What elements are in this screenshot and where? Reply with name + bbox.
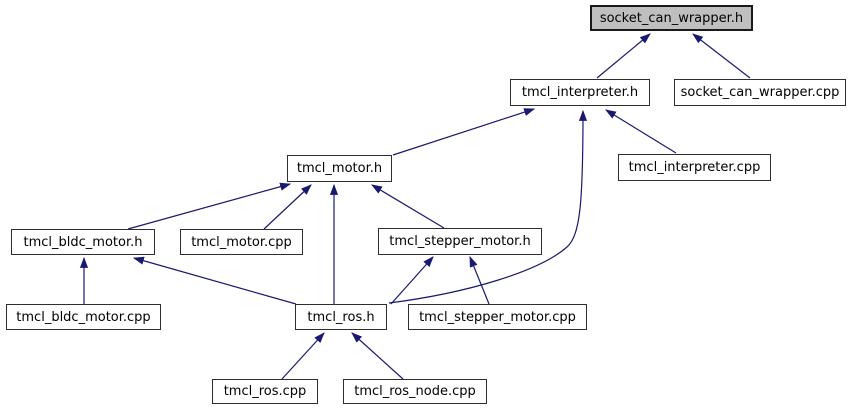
edge-tmcl-ros-h-to-tmcl-bldc-motor-h [132,256,297,305]
node-tmcl-bldc-motor-h[interactable]: tmcl_bldc_motor.h [11,229,155,255]
edge-tmcl-stepper-motor-h-to-tmcl-motor-h [371,184,445,229]
node-tmcl-ros-node-cpp[interactable]: tmcl_ros_node.cpp [343,379,487,404]
node-socket-can-wrapper-cpp[interactable]: socket_can_wrapper.cpp [674,79,846,106]
node-tmcl-interpreter-h[interactable]: tmcl_interpreter.h [510,79,650,106]
node-tmcl-bldc-motor-cpp[interactable]: tmcl_bldc_motor.cpp [6,304,161,330]
node-tmcl-stepper-motor-h[interactable]: tmcl_stepper_motor.h [378,228,542,255]
node-tmcl-ros-cpp[interactable]: tmcl_ros.cpp [212,379,318,404]
edge-socket-can-wrapper-cpp-to-socket-can-wrapper-h [692,33,751,79]
node-tmcl-motor-cpp[interactable]: tmcl_motor.cpp [180,229,303,255]
edge-tmcl-motor-cpp-to-tmcl-motor-h [263,184,312,230]
edge-tmcl-ros-h-to-tmcl-interpreter-h [388,109,588,304]
edge-tmcl-motor-h-to-tmcl-interpreter-h [392,108,536,156]
node-tmcl-stepper-motor-cpp[interactable]: tmcl_stepper_motor.cpp [408,304,587,330]
edge-tmcl-ros-cpp-to-tmcl-ros-h [281,332,325,380]
edge-tmcl-ros-node-cpp-to-tmcl-ros-h [351,332,404,380]
node-tmcl-motor-h[interactable]: tmcl_motor.h [287,155,392,182]
edge-tmcl-interpreter-cpp-to-tmcl-interpreter-h [605,109,677,154]
node-tmcl-ros-h[interactable]: tmcl_ros.h [295,304,387,330]
edge-tmcl-stepper-motor-cpp-to-tmcl-stepper-motor-h [469,255,490,305]
edge-tmcl-interpreter-h-to-socket-can-wrapper-h [596,33,651,79]
node-socket-can-wrapper-h: socket_can_wrapper.h [590,5,753,31]
node-tmcl-interpreter-cpp[interactable]: tmcl_interpreter.cpp [618,154,771,181]
edge-tmcl-bldc-motor-h-to-tmcl-motor-h [127,182,292,230]
edge-tmcl-ros-h-to-tmcl-stepper-motor-h [390,256,434,305]
